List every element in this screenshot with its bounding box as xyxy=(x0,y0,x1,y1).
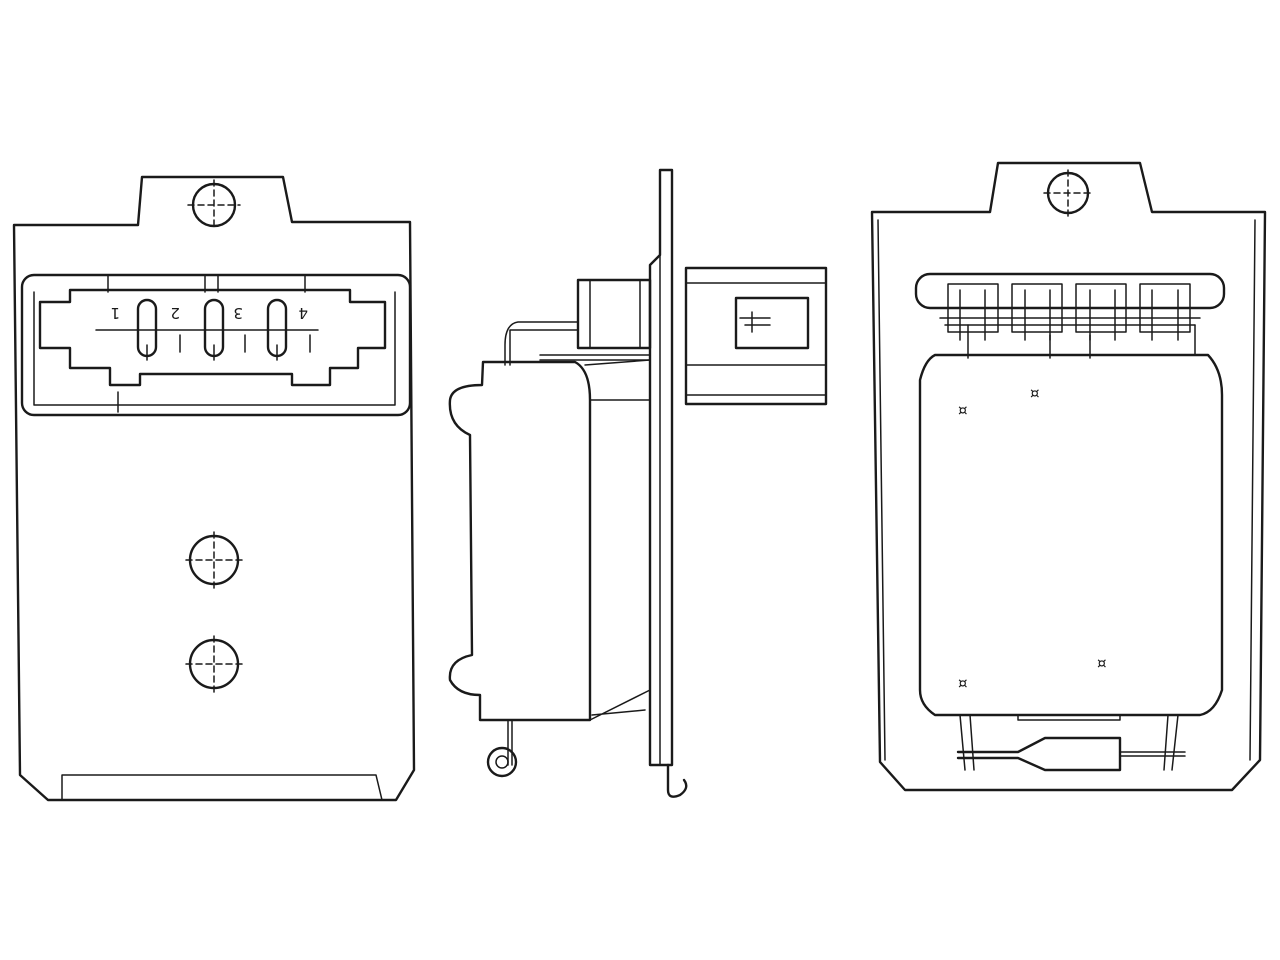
pin-label-3: 3 xyxy=(233,304,243,322)
rear-connector-rail xyxy=(914,272,1226,359)
mount-hole-top xyxy=(187,179,241,231)
rear-mount-hole xyxy=(1043,169,1093,217)
connector-housing: 1 2 3 4 xyxy=(20,273,412,417)
rear-rivets: ¤ ¤ ¤ ¤ xyxy=(958,384,1107,692)
svg-text:¤: ¤ xyxy=(958,401,968,419)
side-mounting-plate xyxy=(648,168,674,767)
rear-fuse xyxy=(956,714,1186,772)
side-resistor-housing xyxy=(448,360,592,722)
mount-hole-middle xyxy=(185,531,243,589)
front-outline xyxy=(12,175,416,802)
pin-label-4: 4 xyxy=(298,304,308,322)
front-view: 1 2 3 4 xyxy=(12,175,416,802)
mount-hole-bottom xyxy=(185,635,243,693)
svg-text:¤: ¤ xyxy=(1097,654,1107,672)
side-terminal xyxy=(486,719,518,778)
pin-label-1: 1 xyxy=(110,304,120,322)
rear-view: ¤ ¤ ¤ ¤ xyxy=(870,161,1267,792)
rear-resistor-block xyxy=(918,353,1224,717)
svg-text:¤: ¤ xyxy=(958,674,968,692)
rear-outline xyxy=(870,161,1267,792)
side-connector xyxy=(684,266,828,406)
side-view xyxy=(448,168,828,798)
svg-text:¤: ¤ xyxy=(1030,384,1040,402)
pin-label-2: 2 xyxy=(170,304,180,322)
